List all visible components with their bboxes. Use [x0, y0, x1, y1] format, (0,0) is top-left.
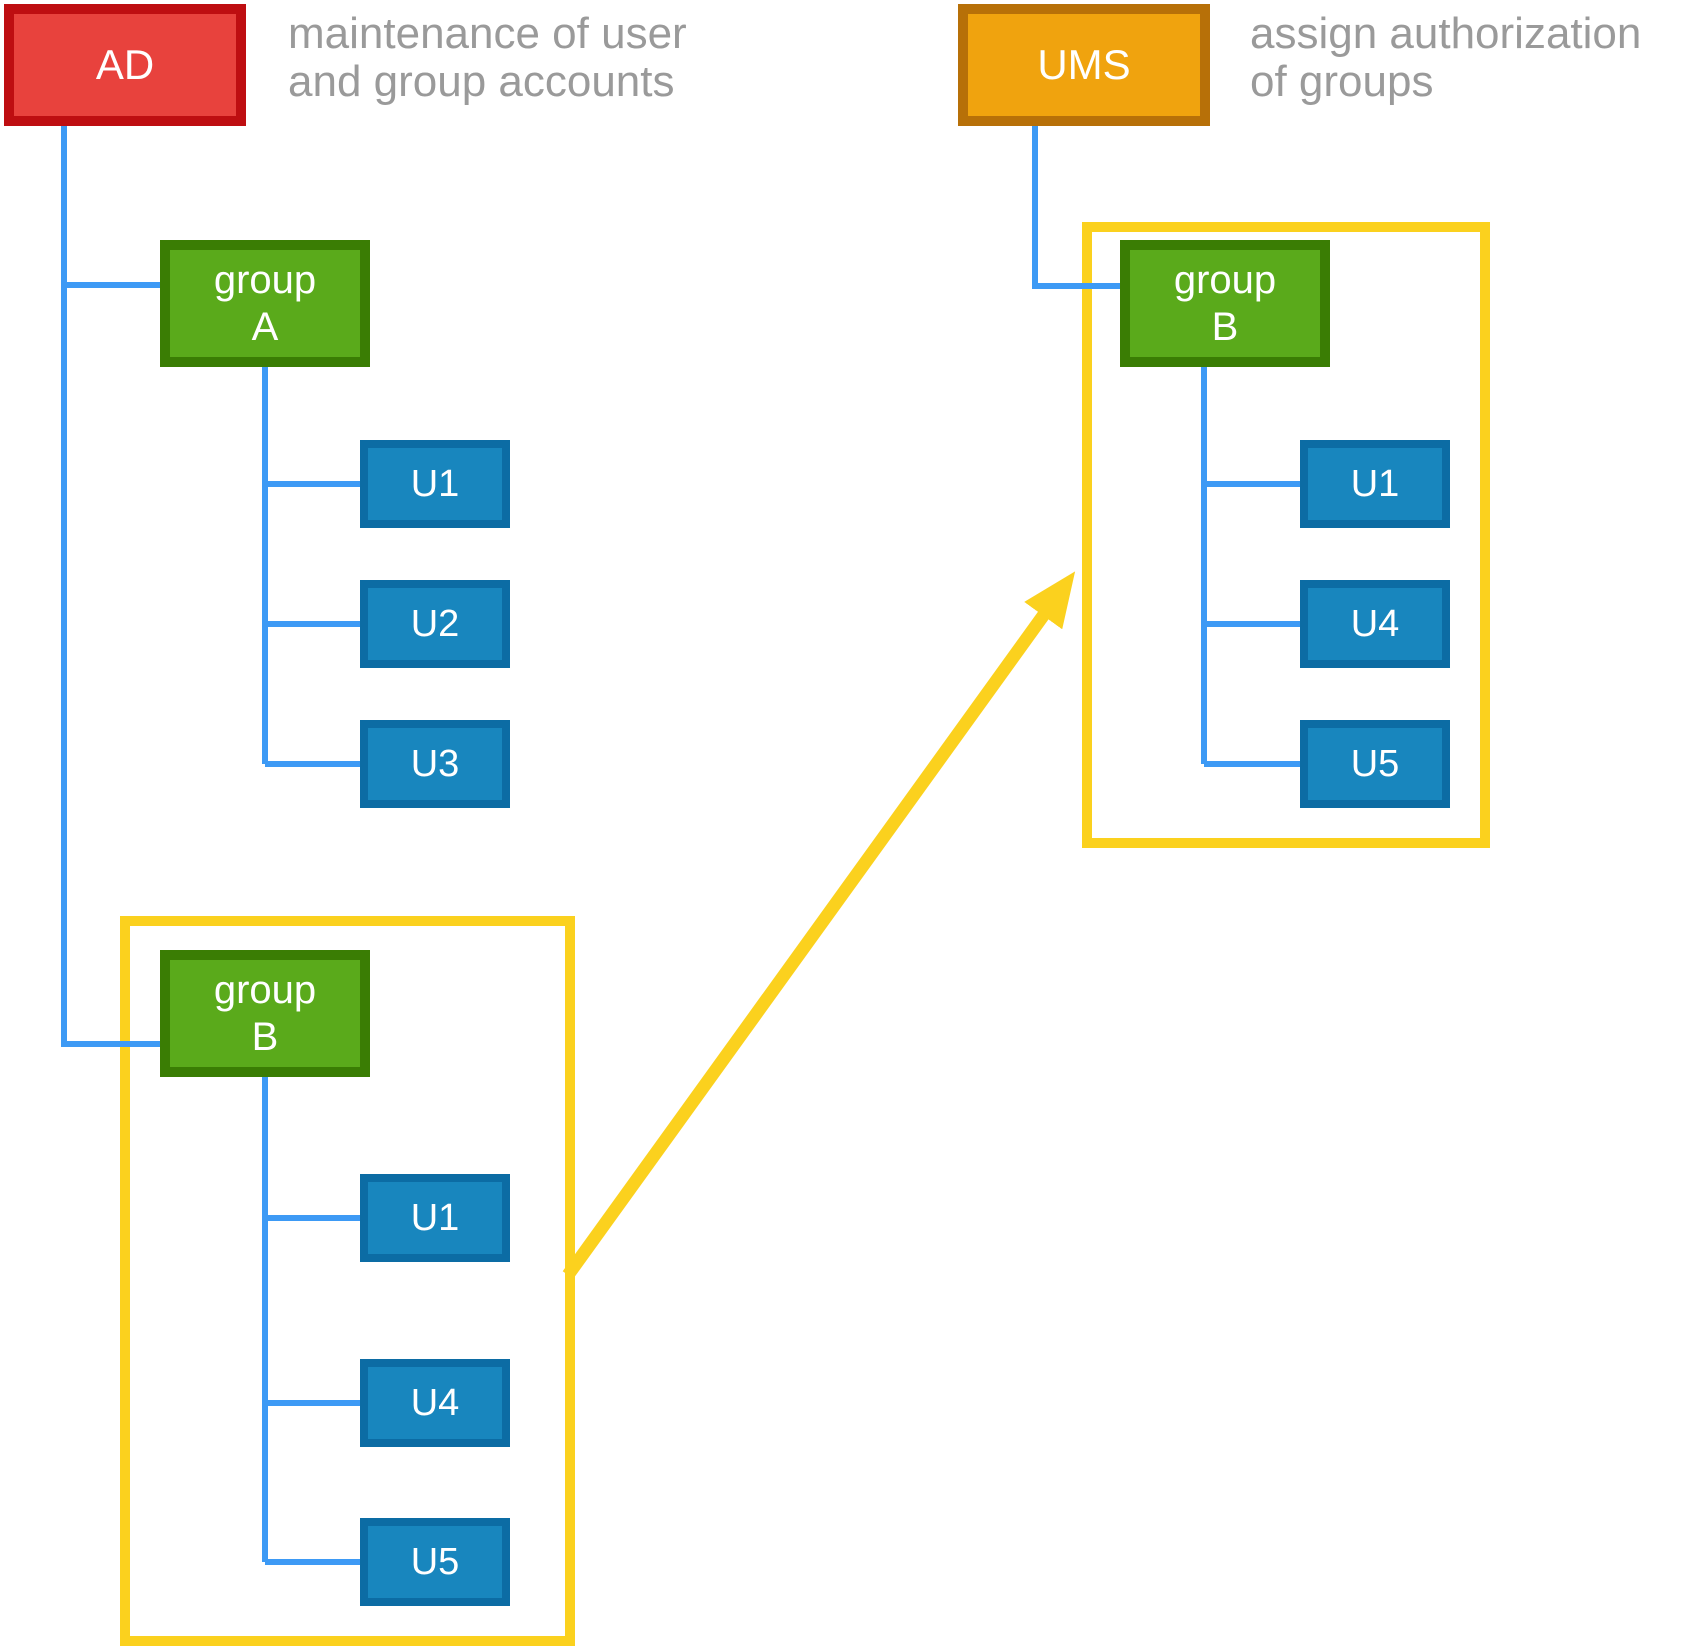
group-b-source-label: group B [213, 967, 317, 1059]
group-b-target-user-u4-box: U4 [1300, 580, 1450, 668]
ad-annotation: maintenance of user and group accounts [288, 9, 687, 106]
ums-box: UMS [958, 4, 1210, 126]
user-label: U2 [410, 602, 460, 645]
group-b-target-user-u1-box: U1 [1300, 440, 1450, 528]
ums-label: UMS [1037, 41, 1131, 88]
group-b-source-user-u4-box: U4 [360, 1359, 510, 1447]
group-a-user-u3-box: U3 [360, 720, 510, 808]
user-label: U1 [410, 462, 460, 505]
group-a-user-u1-box: U1 [360, 440, 510, 528]
group-b-target-box: group B [1120, 240, 1330, 367]
group-b-target-container [1082, 222, 1490, 848]
user-label: U4 [1350, 602, 1400, 645]
user-label: U1 [1350, 462, 1400, 505]
group-b-source-container [120, 916, 575, 1646]
connector-ad-to-group-b [61, 126, 160, 1047]
ad-box: AD [4, 4, 246, 126]
assignment-arrow-icon [562, 571, 1076, 1279]
user-label: U5 [410, 1540, 460, 1583]
ums-annotation: assign authorization of groups [1250, 9, 1642, 106]
user-label: U5 [1350, 742, 1400, 785]
group-b-source-user-u5-box: U5 [360, 1518, 510, 1606]
group-a-box: group A [160, 240, 370, 367]
user-label: U1 [410, 1196, 460, 1239]
user-label: U4 [410, 1381, 460, 1424]
group-b-source-user-u1-box: U1 [360, 1174, 510, 1262]
group-b-target-label: group B [1173, 257, 1277, 349]
group-b-target-user-u5-box: U5 [1300, 720, 1450, 808]
group-b-source-box: group B [160, 950, 370, 1077]
connector-group-b-target-users [1201, 367, 1300, 767]
connector-ums-to-group-b [1032, 126, 1120, 289]
group-a-label: group A [213, 257, 317, 349]
connector-group-b-source-users [262, 1077, 360, 1565]
group-a-user-u2-box: U2 [360, 580, 510, 668]
connector-group-a-users [262, 367, 360, 767]
ad-label: AD [95, 41, 155, 88]
user-label: U3 [410, 742, 460, 785]
